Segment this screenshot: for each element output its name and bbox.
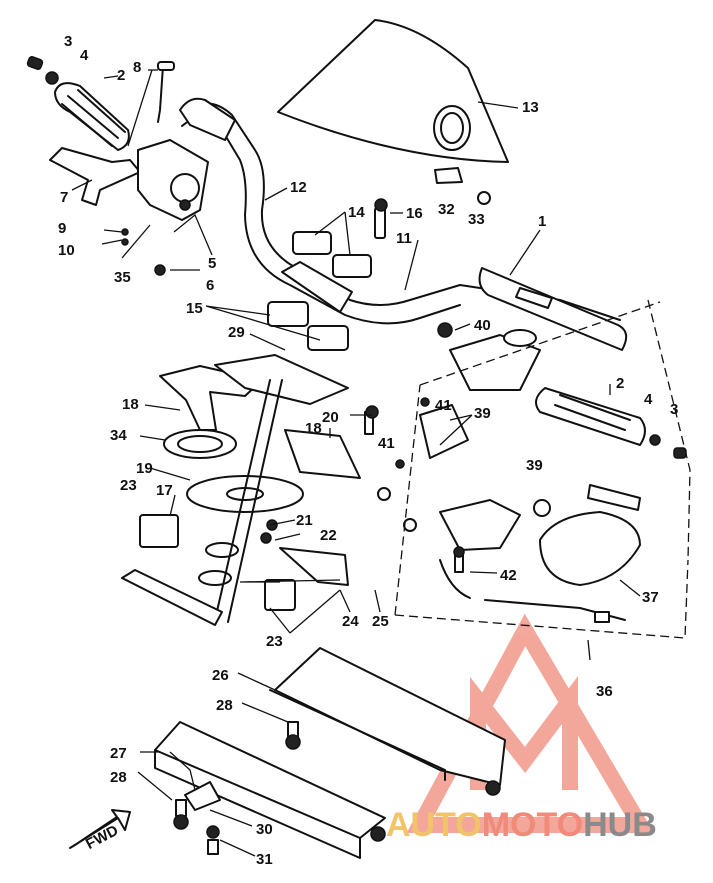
assembly-outline bbox=[394, 299, 691, 639]
callout-32: 32 bbox=[438, 201, 455, 218]
callout-28b: 28 bbox=[110, 769, 127, 786]
callout-41a: 41 bbox=[435, 397, 452, 414]
callout-27: 27 bbox=[110, 745, 127, 762]
callout-40: 40 bbox=[474, 317, 491, 334]
throttle-lever-part bbox=[49, 61, 209, 276]
callout-18b: 18 bbox=[305, 420, 322, 437]
callout-17: 17 bbox=[156, 482, 173, 499]
lower-bracket-part bbox=[154, 647, 506, 859]
callout-33: 33 bbox=[468, 211, 485, 228]
callout-9: 9 bbox=[58, 220, 66, 237]
callout-1: 1 bbox=[538, 213, 546, 230]
callout-12: 12 bbox=[290, 179, 307, 196]
callout-20: 20 bbox=[322, 409, 339, 426]
svg-text:AUTOMOTOHUB: AUTOMOTOHUB bbox=[386, 806, 657, 844]
handlebar-part bbox=[179, 97, 621, 325]
callout-15: 15 bbox=[186, 300, 203, 317]
callout-28a: 28 bbox=[216, 697, 233, 714]
callout-26: 26 bbox=[212, 667, 229, 684]
handlebar-clamps-part bbox=[267, 198, 388, 351]
steering-column-part bbox=[121, 354, 379, 626]
callout-8: 8 bbox=[133, 59, 141, 76]
callout-21: 21 bbox=[296, 512, 313, 529]
callout-39a: 39 bbox=[474, 405, 491, 422]
callout-22: 22 bbox=[320, 527, 337, 544]
callout-3a: 3 bbox=[64, 33, 72, 50]
callout-5: 5 bbox=[208, 255, 216, 272]
leader-lines bbox=[71, 69, 641, 857]
callout-23a: 23 bbox=[120, 477, 137, 494]
callout-numbers: 3 4 8 2 13 7 12 9 10 5 35 6 32 33 14 16 … bbox=[58, 33, 678, 868]
callout-42: 42 bbox=[500, 567, 517, 584]
automotohub-watermark: AUTOMOTOHUB bbox=[386, 806, 657, 844]
callout-7: 7 bbox=[60, 189, 68, 206]
callout-11: 11 bbox=[396, 230, 412, 247]
callout-4b: 4 bbox=[644, 391, 653, 408]
callout-35: 35 bbox=[114, 269, 131, 286]
callout-24: 24 bbox=[342, 613, 359, 630]
callout-29: 29 bbox=[228, 324, 245, 341]
callout-23b: 23 bbox=[266, 633, 283, 650]
callout-13: 13 bbox=[522, 99, 539, 116]
watermark-prefix: AUTO bbox=[386, 806, 482, 844]
switch-housing-part bbox=[377, 322, 641, 623]
callout-31: 31 bbox=[256, 851, 273, 868]
callout-2a: 2 bbox=[117, 67, 125, 84]
fwd-arrow-icon: FWD bbox=[69, 809, 131, 853]
windshield-part bbox=[277, 19, 509, 205]
callout-36: 36 bbox=[596, 683, 613, 700]
watermark-middle: MOTO bbox=[482, 806, 583, 844]
callout-41b: 41 bbox=[378, 435, 395, 452]
callout-4a: 4 bbox=[80, 47, 89, 64]
callout-3b: 3 bbox=[670, 401, 678, 418]
callout-18a: 18 bbox=[122, 396, 139, 413]
callout-25: 25 bbox=[372, 613, 389, 630]
callout-34: 34 bbox=[110, 427, 127, 444]
callout-10: 10 bbox=[58, 242, 75, 259]
callout-6: 6 bbox=[206, 277, 214, 294]
callout-19: 19 bbox=[136, 460, 153, 477]
callout-2b: 2 bbox=[616, 375, 624, 392]
callout-30: 30 bbox=[256, 821, 273, 838]
left-grip-part bbox=[26, 56, 130, 151]
callout-14: 14 bbox=[348, 204, 365, 221]
callout-39b: 39 bbox=[526, 457, 543, 474]
right-grip-part bbox=[478, 267, 687, 459]
callout-37: 37 bbox=[642, 589, 659, 606]
callout-16: 16 bbox=[406, 205, 423, 222]
watermark-suffix: HUB bbox=[583, 806, 657, 844]
